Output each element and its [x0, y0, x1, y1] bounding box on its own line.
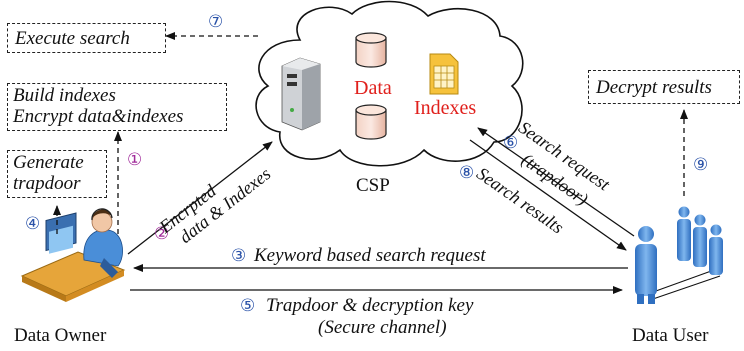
- encrypt-data-label: Encrypt data&indexes: [13, 106, 184, 127]
- arrow-step2: [127, 141, 273, 255]
- data-owner-label: Data Owner: [14, 325, 107, 346]
- decrypt-results-box: Decrypt results: [588, 70, 740, 104]
- step-5-text-line2: (Secure channel): [318, 317, 447, 338]
- database-icon-bottom: [355, 104, 387, 140]
- database-icon-top: [355, 32, 387, 68]
- step-6-number: ⑥: [503, 133, 519, 153]
- csp-label: CSP: [356, 175, 390, 196]
- data-user-label: Data User: [632, 325, 709, 346]
- cloud-data-label: Data: [354, 77, 392, 99]
- build-indexes-label: Build indexes: [13, 85, 116, 106]
- arrow-step8: [469, 139, 627, 251]
- step-3-text: Keyword based search request: [254, 245, 486, 266]
- cloud-indexes-label: Indexes: [414, 97, 477, 119]
- server-icon: [281, 57, 321, 131]
- step-1-number: ①: [127, 150, 143, 170]
- execute-search-box: Execute search: [7, 23, 166, 53]
- step-4-number: ④: [25, 214, 41, 234]
- generate-label: Generate: [13, 152, 84, 173]
- step-7-number: ⑦: [208, 12, 224, 32]
- build-indexes-box: Build indexes Encrypt data&indexes: [7, 83, 227, 131]
- step-5-number: ⑤: [240, 296, 256, 316]
- cloud-shape: [255, 0, 524, 167]
- step-5-text-line1: Trapdoor & decryption key: [266, 295, 474, 316]
- step-8-number: ⑧: [459, 163, 475, 183]
- execute-search-label: Execute search: [15, 28, 130, 49]
- step-2-number: ②: [154, 224, 170, 244]
- spreadsheet-icon: [429, 53, 459, 95]
- step-3-number: ③: [231, 246, 247, 266]
- generate-trapdoor-box: Generate trapdoor: [7, 150, 107, 198]
- data-user-icon: [635, 206, 723, 304]
- decrypt-results-label: Decrypt results: [596, 77, 712, 98]
- data-owner-icon: [20, 208, 126, 302]
- trapdoor-label: trapdoor: [13, 173, 81, 194]
- arrow-step6: [477, 127, 635, 237]
- step-9-number: ⑨: [693, 155, 709, 175]
